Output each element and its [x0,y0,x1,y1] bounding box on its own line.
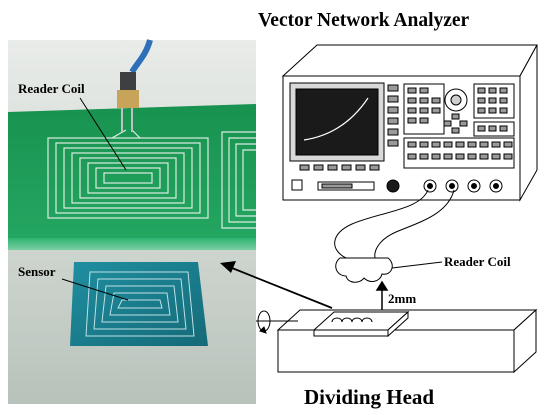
vna-title: Vector Network Analyzer [258,10,470,31]
sensor-board [70,262,208,346]
pointer-arrow-icon [220,261,333,309]
power-switch [291,179,303,191]
screen-bottom-keys [299,164,380,171]
gap-label: 2mm [388,291,416,306]
vna-dial [386,179,400,193]
soft-keys [387,84,399,147]
sensor-photo-label: Sensor [18,264,56,279]
pcb-edge [8,238,256,250]
sensor-plate-schematic [312,310,410,338]
rf-ports [423,179,503,193]
dividing-head-label: Dividing Head [304,385,434,409]
coax-cable [129,39,153,74]
reader-coil-leader-line [79,97,127,171]
reader-coil-schematic-leader [391,261,443,269]
rotation-circular-arrow-icon [256,310,298,334]
cable-1 [334,189,429,259]
reader-coil-traces [47,129,209,219]
cable-2 [374,189,455,263]
sma-connector [117,90,139,108]
vna-trace-curve [303,97,369,141]
reader-coil-schematic-label: Reader Coil [444,254,511,269]
sensor-traces [85,271,195,337]
arrow-keys [443,113,468,134]
vna-instrument [281,44,538,202]
second-coil-traces [221,131,256,229]
vna-screen [295,88,379,156]
reader-coil-photo-label: Reader Coil [18,81,85,96]
photo-panel: Reader Coil Sensor [8,39,256,404]
reader-coil-schematic [335,257,393,283]
sensor-leader-line [61,278,129,301]
connector-body [120,72,136,90]
